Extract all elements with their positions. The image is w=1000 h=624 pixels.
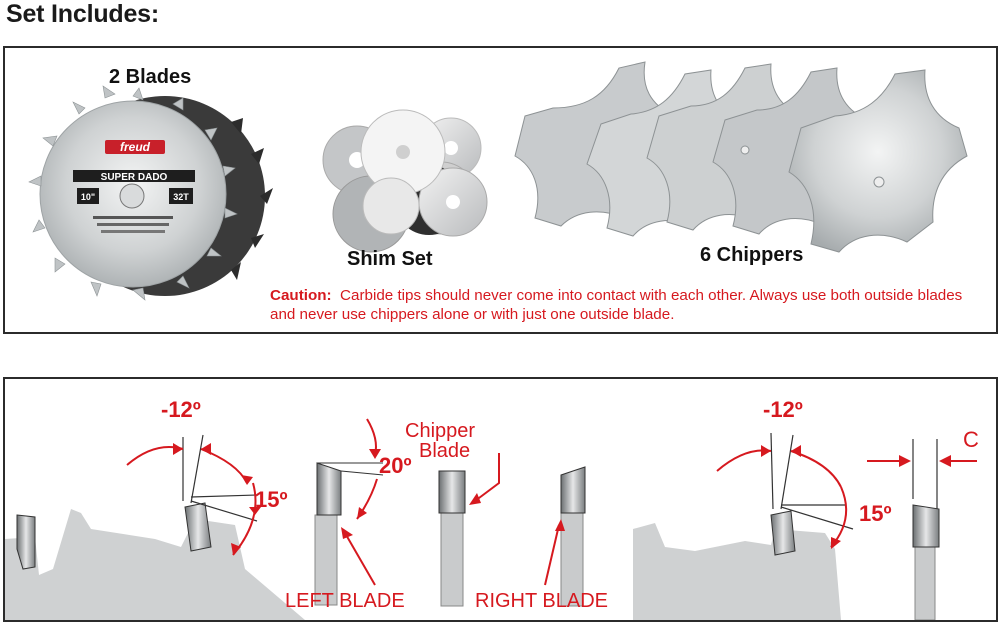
chipper-label-line-2: Blade [419,440,471,462]
set-includes-panel: freud SUPER DADO 10" 32T [3,46,998,334]
set-illustration: freud SUPER DADO 10" 32T [28,61,968,301]
shim-set-label: Shim Set [347,248,433,270]
chippers-label: 6 Chippers [700,244,804,266]
section-heading: Set Includes: [6,0,159,28]
left-hook-angle: -12º [161,397,201,422]
tooth-geometry-panel: -12º 15º 20º Chipper Blade LEFT BLADE RI… [3,377,998,622]
tooth-geometry-diagram [5,418,977,620]
chippers-image [514,61,968,253]
chipper-label-line-1: Chipper [405,420,476,442]
blade-brand: freud [120,140,151,154]
shim-set-image [322,109,488,253]
chipper-label: Chipper Blade [405,421,475,461]
blade-image: freud SUPER DADO 10" 32T [28,85,273,301]
right-blade-label: RIGHT BLADE [475,590,608,612]
caution-text: Carbide tips should never come into cont… [270,287,963,323]
blades-label: 2 Blades [109,66,192,88]
caution-label: Caution: [270,287,332,304]
caution-note: Caution: Carbide tips should never come … [270,286,990,324]
left-blade-label: LEFT BLADE [285,590,405,612]
bevel-angle: 20º [379,453,412,478]
right-clearance-angle: 15º [859,501,892,526]
blade-teeth: 32T [173,192,189,202]
left-clearance-angle: 15º [255,487,288,512]
kerf-label: C [963,427,979,452]
right-hook-angle: -12º [763,397,803,422]
blade-name: SUPER DADO [101,172,168,183]
blade-size: 10" [81,192,95,202]
